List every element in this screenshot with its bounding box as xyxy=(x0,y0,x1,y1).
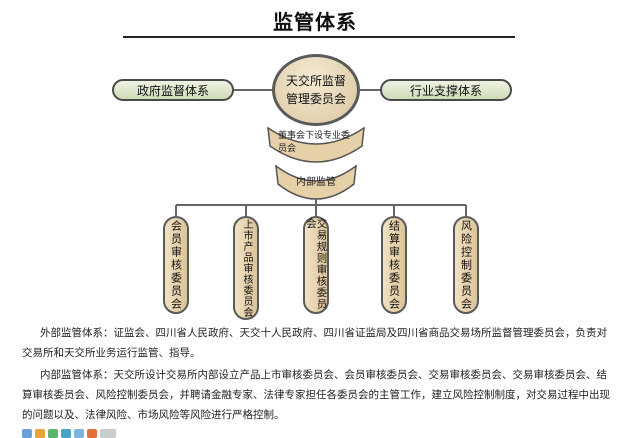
committee-label-2: 上市产品审核委员会 xyxy=(241,218,252,318)
center-label-line2: 管理委员会 xyxy=(285,92,346,106)
supervisory-committee-circle: 天交所监督 管理委员会 xyxy=(272,54,360,126)
committee-label-4: 结算审核委员会 xyxy=(387,219,401,311)
upper-arc-label: 董事会下设专业委员会 xyxy=(278,131,351,154)
committee-label-3: 交易规则审核委员会 xyxy=(305,218,328,310)
industry-support-label: 行业支撑体系 xyxy=(409,83,482,98)
share-icon-3[interactable] xyxy=(48,429,58,438)
government-supervision-pill: 政府监督体系 xyxy=(112,79,234,101)
committee-label-1: 会员审核委员会 xyxy=(169,219,183,311)
left-connector xyxy=(232,89,272,91)
external-supervision-paragraph: 外部监管体系：证监会、四川省人民政府、天交十人民政府、四川省证监局及四川省商品交… xyxy=(22,327,607,359)
diagram-title: 监管体系 xyxy=(273,10,357,34)
industry-support-pill: 行业支撑体系 xyxy=(380,79,512,101)
committee-box-1: 会员审核委员会 xyxy=(163,216,189,314)
title-divider xyxy=(123,36,515,38)
right-connector xyxy=(360,89,382,91)
internal-supervision-paragraph: 内部监管体系：天交所设计交易所内部设立产品上市审核委员会、会员审核委员会、交易审… xyxy=(22,369,610,421)
committee-box-4: 结算审核委员会 xyxy=(381,216,407,314)
committee-label-5: 风险控制委员会 xyxy=(459,219,473,311)
share-icon-4[interactable] xyxy=(61,429,71,438)
government-supervision-label: 政府监督体系 xyxy=(136,83,209,98)
committee-box-5: 风险控制委员会 xyxy=(453,216,479,314)
center-label-line1: 天交所监督 xyxy=(285,74,346,88)
committee-box-3: 交易规则审核委员会 xyxy=(303,216,329,314)
committee-box-2: 上市产品审核委员会 xyxy=(233,216,259,320)
share-toolbar xyxy=(22,429,116,438)
lower-arc-label: 内部监管 xyxy=(296,176,336,188)
share-icon-5[interactable] xyxy=(74,429,84,438)
share-icon-1[interactable] xyxy=(22,429,32,438)
share-icon-6[interactable] xyxy=(87,429,97,438)
share-icon-7[interactable] xyxy=(100,429,116,438)
share-icon-2[interactable] xyxy=(35,429,45,438)
